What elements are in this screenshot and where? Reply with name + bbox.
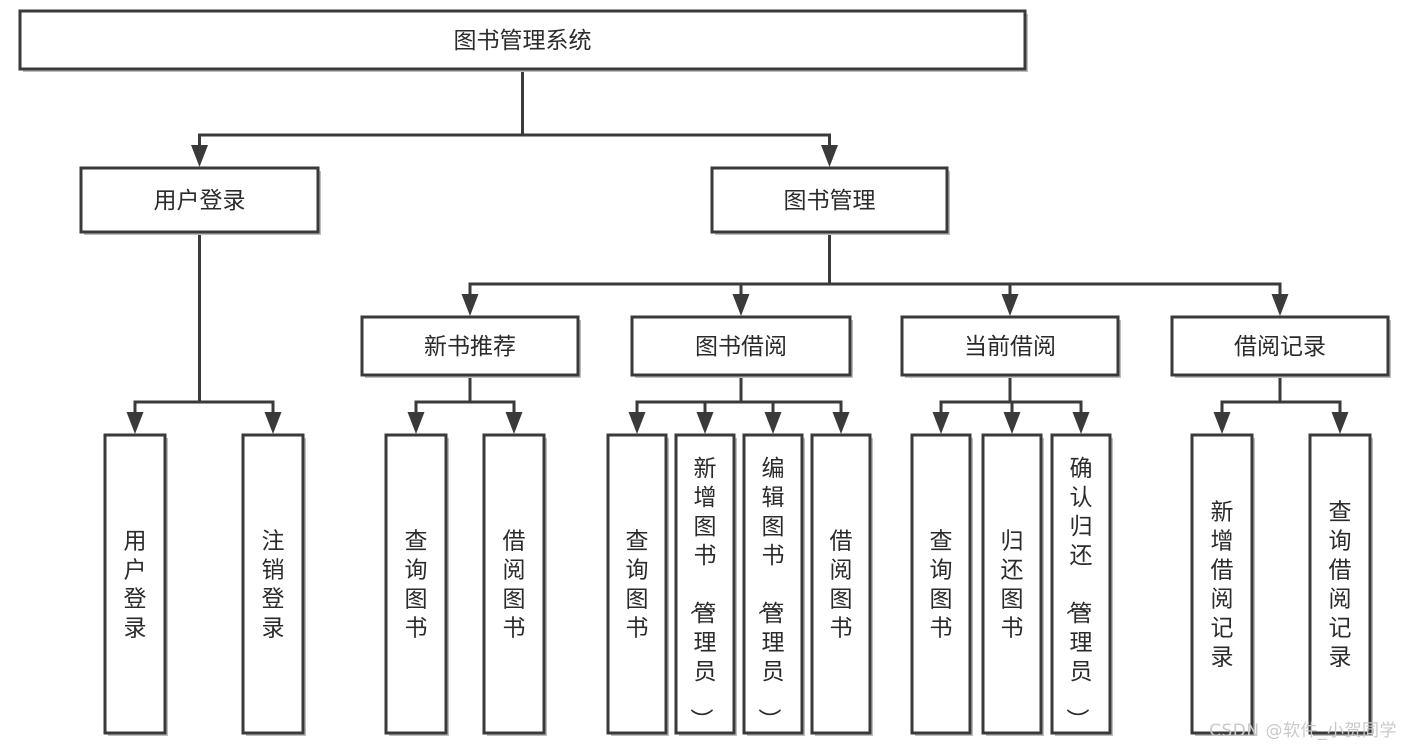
node-leaf-query-book-3[interactable]: 查询图书 <box>910 433 973 736</box>
node-border <box>674 433 736 735</box>
node-border <box>1050 433 1112 735</box>
node-leaf-add-book[interactable]: 新增图书（管理员） <box>674 433 737 736</box>
node-border <box>1308 433 1372 735</box>
arrow-head <box>1331 412 1349 434</box>
node-leaf-borrow-book-1[interactable]: 借阅图书 <box>482 433 547 736</box>
node-leaf-return-book[interactable]: 归还图书 <box>981 433 1044 736</box>
arrow-head <box>732 294 750 316</box>
node-label: 当前借阅 <box>964 334 1056 360</box>
arrow-head <box>1001 294 1019 316</box>
node-border <box>482 433 546 735</box>
node-border <box>360 315 580 377</box>
node-new-book-rec[interactable]: 新书推荐 <box>360 315 581 378</box>
node-leaf-add-record[interactable]: 新增借阅记录 <box>1190 433 1255 736</box>
node-label: 图书管理系统 <box>454 28 592 54</box>
node-border <box>710 166 949 234</box>
node-border <box>1190 433 1254 735</box>
node-book-manage[interactable]: 图书管理 <box>710 166 950 235</box>
node-label: 借阅图书 <box>503 529 526 642</box>
arrow-head <box>407 412 425 434</box>
arrow-head <box>1003 412 1021 434</box>
node-label: 注销登录 <box>262 529 285 642</box>
node-label: 编辑图书（管理员） <box>756 456 785 731</box>
node-border <box>630 315 852 377</box>
node-label: 用户登录 <box>124 529 147 642</box>
node-border <box>18 9 1027 71</box>
arrow-head <box>1072 412 1090 434</box>
watermark: CSDN @软件_小贺同学 <box>1209 721 1397 741</box>
node-layer: 图书管理系统用户登录图书管理新书推荐图书借阅当前借阅借阅记录用户登录注销登录查询… <box>18 9 1391 736</box>
node-label: 查询图书 <box>930 529 953 642</box>
node-user-login[interactable]: 用户登录 <box>79 166 321 235</box>
node-label: 新增借阅记录 <box>1211 500 1234 671</box>
node-border <box>384 433 448 735</box>
node-label: 用户登录 <box>154 188 246 214</box>
node-label: 借阅图书 <box>830 529 853 642</box>
arrow-head <box>264 412 282 434</box>
arrow-head <box>505 412 523 434</box>
arrow-head <box>461 294 479 316</box>
arrow-head <box>1213 412 1231 434</box>
node-label: 查询图书 <box>405 529 428 642</box>
arrow-head <box>696 412 714 434</box>
node-border <box>241 433 305 735</box>
node-current-borrow[interactable]: 当前借阅 <box>900 315 1121 378</box>
node-leaf-query-record[interactable]: 查询借阅记录 <box>1308 433 1373 736</box>
node-border <box>900 315 1120 377</box>
node-border <box>1170 315 1390 377</box>
node-leaf-confirm-return[interactable]: 确认归还（管理员） <box>1050 433 1113 736</box>
node-label: 查询借阅记录 <box>1329 500 1352 671</box>
node-book-borrow[interactable]: 图书借阅 <box>630 315 853 378</box>
arrow-head <box>126 412 144 434</box>
node-leaf-edit-book[interactable]: 编辑图书（管理员） <box>742 433 805 736</box>
node-label: 图书借阅 <box>695 334 787 360</box>
node-border <box>981 433 1043 735</box>
arrow-head <box>191 145 208 167</box>
node-border <box>103 433 167 735</box>
node-label: 新书推荐 <box>424 334 516 360</box>
arrow-head <box>628 412 646 434</box>
node-label: 新增图书（管理员） <box>688 456 717 731</box>
arrow-head <box>832 412 850 434</box>
node-label: 查询图书 <box>626 529 649 642</box>
node-root[interactable]: 图书管理系统 <box>18 9 1028 72</box>
arrow-head <box>821 145 838 167</box>
edge-layer <box>126 67 1349 434</box>
arrow-head <box>764 412 782 434</box>
node-border <box>742 433 804 735</box>
node-leaf-user-login[interactable]: 用户登录 <box>103 433 168 736</box>
node-label: 图书管理 <box>784 188 876 214</box>
node-border <box>606 433 668 735</box>
node-border <box>810 433 872 735</box>
node-label: 确认归还（管理员） <box>1064 456 1093 731</box>
node-border <box>79 166 320 234</box>
node-label: 借阅记录 <box>1234 334 1326 360</box>
node-leaf-logout[interactable]: 注销登录 <box>241 433 306 736</box>
node-borrow-record[interactable]: 借阅记录 <box>1170 315 1391 378</box>
node-leaf-borrow-book-2[interactable]: 借阅图书 <box>810 433 873 736</box>
arrow-head <box>1271 294 1289 316</box>
arrow-head <box>932 412 950 434</box>
node-label: 归还图书 <box>1001 529 1024 642</box>
node-leaf-query-book-1[interactable]: 查询图书 <box>384 433 449 736</box>
node-leaf-query-book-2[interactable]: 查询图书 <box>606 433 669 736</box>
node-border <box>910 433 972 735</box>
